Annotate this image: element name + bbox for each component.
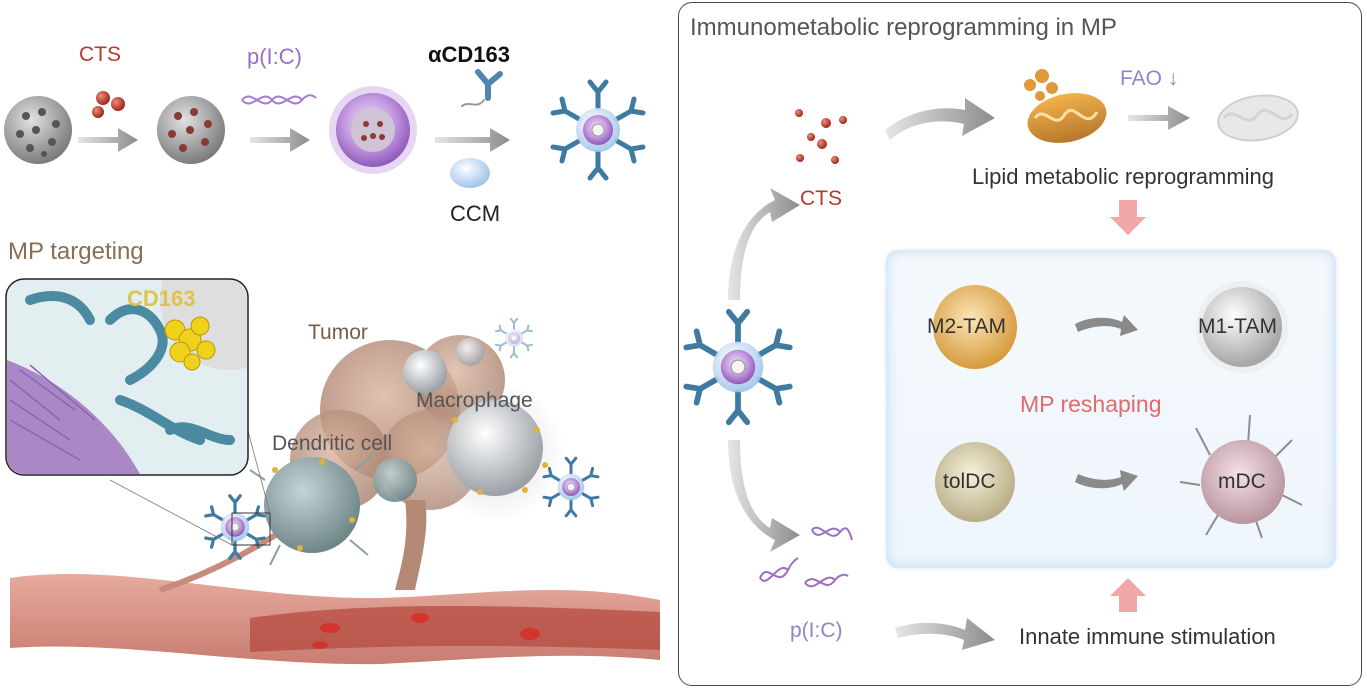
arrow-mito bbox=[1128, 106, 1190, 130]
innate-immune-label: Innate immune stimulation bbox=[1019, 624, 1276, 649]
synthesis-pic-label: p(I:C) bbox=[247, 44, 302, 69]
mdc-cell bbox=[1179, 414, 1303, 539]
panel-pic-helices bbox=[759, 526, 853, 588]
targeting-title: MP targeting bbox=[8, 238, 144, 265]
zoom-box bbox=[231, 512, 271, 546]
mechanism-panel bbox=[678, 2, 1362, 686]
arrow-2 bbox=[250, 128, 310, 152]
synthesis-ccm-label: CCM bbox=[450, 201, 501, 226]
arrow-lipid-down bbox=[1110, 200, 1146, 235]
arrow-up-cts bbox=[728, 188, 800, 300]
cts-loaded-sphere bbox=[157, 96, 225, 164]
synthesis-row bbox=[4, 69, 643, 188]
cts-molecules-small bbox=[92, 91, 125, 118]
arrow-m2-to-m1 bbox=[1075, 315, 1138, 336]
m1-tam-cell bbox=[1202, 287, 1282, 367]
panel-artwork bbox=[686, 69, 1299, 650]
panel-cts-particles bbox=[795, 109, 847, 164]
arrow-innate-up bbox=[1110, 578, 1146, 612]
ccm-vesicle bbox=[450, 158, 490, 188]
lipid-reprogramming-label: Lipid metabolic reprogramming bbox=[972, 164, 1275, 189]
arrow-down-pic bbox=[728, 440, 800, 552]
m2-tam-cell bbox=[933, 285, 1017, 369]
arrow-pic-to-innate bbox=[895, 618, 995, 650]
synthesis-acd163-label: αCD163 bbox=[428, 42, 511, 67]
antibody-icon bbox=[461, 69, 503, 107]
arrow-3 bbox=[435, 128, 510, 152]
pic-coated-particle bbox=[329, 86, 417, 174]
fao-label: FAO ↓ bbox=[1120, 67, 1179, 90]
arrow-toldc-to-mdc bbox=[1075, 470, 1138, 491]
arrow-cts-to-mito bbox=[885, 98, 995, 140]
dendritic-cell-label: Dendritic cell bbox=[272, 432, 393, 455]
panel-cts-label: CTS bbox=[800, 187, 842, 210]
mesoporous-silica-sphere bbox=[4, 96, 72, 164]
macrophage-label: Macrophage bbox=[416, 389, 533, 412]
mitochondrion-inactive bbox=[1217, 94, 1299, 142]
targeting-scene bbox=[10, 317, 660, 665]
cd163-label: CD163 bbox=[127, 286, 196, 311]
m2-tam-label: M2-TAM bbox=[927, 315, 1006, 338]
cd163-inset bbox=[5, 278, 249, 476]
toldc-cell bbox=[935, 442, 1015, 522]
tumor-label: Tumor bbox=[308, 321, 368, 344]
mp-reshaping-label: MP reshaping bbox=[1020, 391, 1162, 417]
synthesis-cts-label: CTS bbox=[79, 43, 121, 66]
m1-tam-label: M1-TAM bbox=[1198, 315, 1277, 338]
panel-pic-label: p(I:C) bbox=[790, 619, 843, 642]
mitochondrion-active bbox=[1024, 69, 1107, 143]
toldc-label: tolDC bbox=[943, 470, 996, 493]
mdc-label: mDC bbox=[1218, 470, 1266, 493]
macrophage-cell bbox=[447, 400, 543, 496]
arrow-1 bbox=[78, 128, 138, 152]
panel-title: Immunometabolic reprogramming in MP bbox=[690, 14, 1117, 41]
pic-helix-small bbox=[241, 94, 317, 105]
